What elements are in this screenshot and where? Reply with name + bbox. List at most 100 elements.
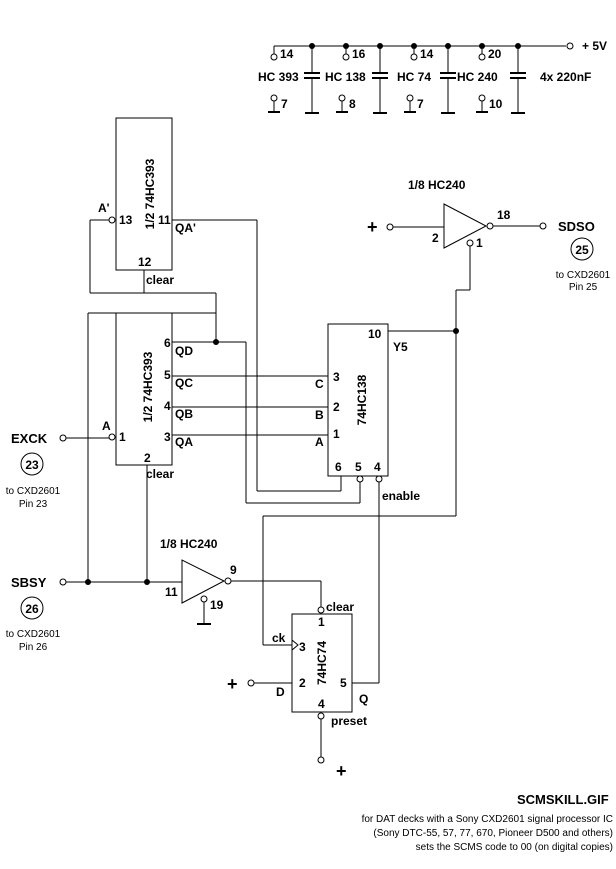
chip-393-bottom-pin-clear: 2 [144,451,151,465]
chip-74-q-label: Q [359,692,368,706]
chip-393-bottom-pin-4: 4 [164,399,171,413]
buffer-bottom-name: 1/8 HC240 [160,537,218,551]
chip-393-bottom: 1/2 74HC393 1 A 6 QD 5 QC 4 QB 3 QA 2 cl… [102,312,193,481]
signal-sdso: SDSO 25 to CXD2601 Pin 25 [556,219,611,293]
chip-138-pin-2: 2 [333,400,340,414]
buffer-top: 1/8 HC240 2 18 1 + [367,178,547,250]
exck-pin: 23 [25,458,39,472]
power-supply-section: + 5V 14 16 14 20 HC 393 HC 138 HC 74 HC … [258,39,607,114]
gnd-pin-240: 10 [489,97,503,111]
chip-393-top-pin-clear: 12 [138,255,152,269]
chip-74-pin-5: 5 [340,676,347,690]
chip-393-bottom-pin-6: 6 [164,336,171,350]
sbsy-note-2: Pin 26 [19,642,48,653]
vcc-pin-74: 14 [420,47,434,61]
exck-note-2: Pin 23 [19,499,48,510]
chip-393-top-pin-out: 11 [158,213,171,227]
gnd-pin-393: 7 [281,97,288,111]
chip-label-hc74: HC 74 [397,70,431,84]
sdso-note-1: to CXD2601 [556,270,611,281]
exck-label: EXCK [11,431,48,446]
buffer-top-plus: + [367,217,378,237]
sbsy-pin: 26 [25,602,39,616]
sdso-label: SDSO [558,219,595,234]
chip-74-name: 74HC74 [315,641,329,685]
buffer-top-name: 1/8 HC240 [408,178,466,192]
chip-74-plus-preset: + [336,761,347,781]
capacitor-4 [510,46,526,114]
chip-393-top-clear-label: clear [146,273,174,287]
footer: SCMSKILL.GIF for DAT decks with a Sony C… [362,792,613,853]
sdso-pin: 25 [575,243,589,257]
gnd-pin-138: 8 [349,97,356,111]
chip-393-top-label-a: A' [98,201,110,215]
buffer-top-pin-out: 18 [497,208,511,222]
chip-138: 74HC138 10 Y5 C 3 B 2 A 1 6 5 4 enable [315,323,420,503]
chip-138-pin-6: 6 [335,460,342,474]
chip-393-bottom-pin-in: 1 [119,430,126,444]
chip-74-d-label: D [276,685,285,699]
chip-74-preset-label: preset [331,714,367,728]
capacitor-2 [372,46,388,114]
footer-line-2: (Sony DTC-55, 57, 77, 670, Pioneer D500 … [373,828,613,839]
chip-74: 74HC74 1 clear 3 ck 2 D 5 Q 4 preset + + [227,600,368,781]
chip-74-pin-2: 2 [299,676,306,690]
chip-138-label-a: A [315,435,324,449]
sdso-note-2: Pin 25 [569,282,598,293]
chip-393-top-name: 1/2 74HC393 [143,158,157,229]
chip-label-hc393: HC 393 [258,70,299,84]
chip-393-bottom-clear-label: clear [146,467,174,481]
chip-138-label-c: C [315,377,324,391]
footer-title: SCMSKILL.GIF [517,792,609,807]
buffer-bottom: 1/8 HC240 11 9 19 [160,537,237,625]
chip-393-top-label-qa: QA' [175,221,196,235]
chip-74-pin-3: 3 [299,640,306,654]
buffer-bottom-pin-out: 9 [230,563,237,577]
vcc-pin-240: 20 [488,47,502,61]
chip-74-ck-label: ck [272,631,286,645]
chip-393-bottom-label-qa: QA [175,435,193,449]
chip-138-pin-3: 3 [333,370,340,384]
footer-line-1: for DAT decks with a Sony CXD2601 signal… [362,814,613,825]
chip-label-hc138: HC 138 [325,70,366,84]
buffer-top-pin-en: 1 [476,236,483,250]
signal-sbsy: SBSY 26 to CXD2601 Pin 26 [6,575,67,653]
sbsy-note-1: to CXD2601 [6,629,61,640]
gnd-pin-74: 7 [417,97,424,111]
chip-138-pin-4: 4 [374,460,381,474]
chip-74-pin-1: 1 [318,615,325,629]
chip-138-name: 74HC138 [355,374,369,425]
capacitor-1 [304,46,320,114]
chip-138-label-y5: Y5 [393,340,408,354]
vcc-pin-138: 16 [352,47,366,61]
chip-393-bottom-label-a: A [102,419,111,433]
sbsy-label: SBSY [11,575,47,590]
chip-label-hc240: HC 240 [457,70,498,84]
vcc-pin-393: 14 [280,47,294,61]
chip-393-top-pin-in: 13 [119,213,133,227]
chip-138-label-b: B [315,408,324,422]
chip-393-bottom-pin-5: 5 [164,368,171,382]
chip-138-enable-label: enable [382,489,420,503]
chip-393-bottom-label-qb: QB [175,407,193,421]
chip-138-pin-5: 5 [355,460,362,474]
exck-note-1: to CXD2601 [6,486,61,497]
chip-393-top: 1/2 74HC393 13 A' 11 QA' 12 clear [98,117,196,287]
caps-label: 4x 220nF [540,70,591,84]
signal-exck: EXCK 23 to CXD2601 Pin 23 [6,431,109,510]
buffer-bottom-pin-en: 19 [210,598,224,612]
chip-74-pin-4: 4 [318,697,325,711]
chip-74-clear-label: clear [326,600,354,614]
footer-line-3: sets the SCMS code to 00 (on digital cop… [416,842,613,853]
chip-393-bottom-label-qd: QD [175,344,193,358]
chip-138-pin-1: 1 [333,427,340,441]
buffer-top-pin-in: 2 [432,231,439,245]
chip-393-bottom-pin-3: 3 [164,430,171,444]
wiring [66,219,471,684]
chip-138-pin-out: 10 [368,327,382,341]
chip-393-bottom-name: 1/2 74HC393 [141,351,155,422]
capacitor-3 [440,46,456,114]
buffer-bottom-pin-in: 11 [165,585,178,599]
chip-393-bottom-label-qc: QC [175,376,193,390]
